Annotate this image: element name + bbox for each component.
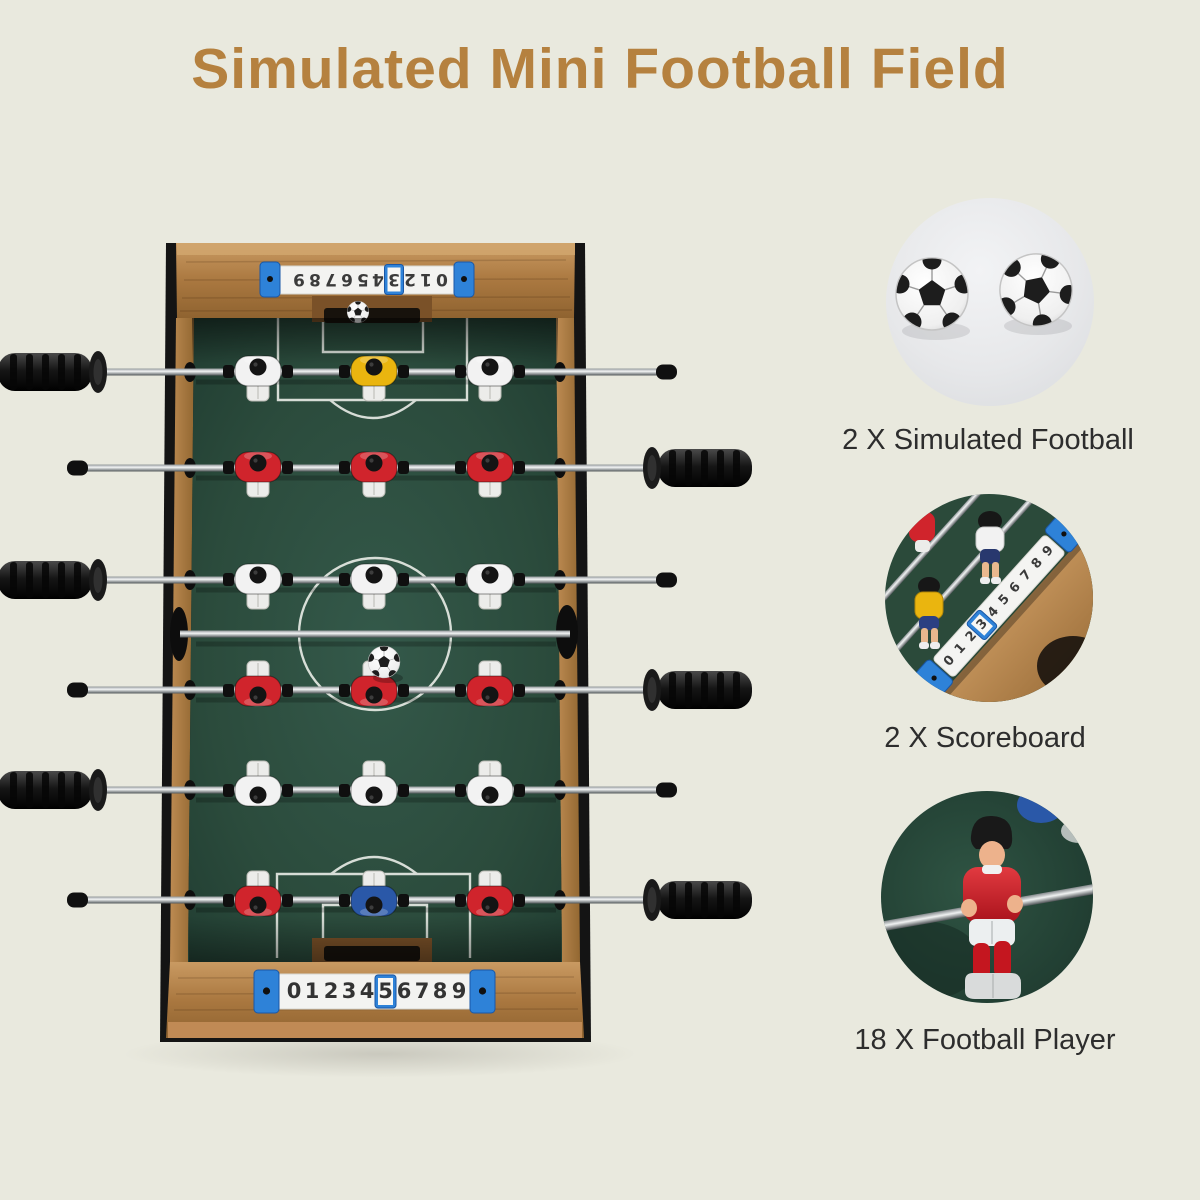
- player-closeup: [881, 791, 1093, 1003]
- scoreboard-closeup: 0 1 2 3 4 5 6 7 8 9: [885, 494, 1093, 702]
- scoreboard-digit: 5: [357, 269, 369, 289]
- rod-handle[interactable]: [643, 669, 752, 711]
- scoreboard-digit: 8: [433, 979, 448, 1003]
- scoreboard-digit-highlighted: 5: [378, 979, 393, 1003]
- scoreboard-digit: 1: [305, 979, 320, 1003]
- scoreboard-digit: 6: [341, 269, 353, 289]
- rod-handle[interactable]: [643, 447, 752, 489]
- soccer-ball-icon: [983, 233, 1092, 341]
- scoreboard-digit: 6: [397, 979, 412, 1003]
- scoreboard-digit: 9: [293, 269, 305, 289]
- soccer-ball-icon: [891, 251, 974, 332]
- scoreboard-bottom-digits: 0 1 2 3 4 5 6 7 8 9: [287, 979, 467, 1003]
- rod-handle[interactable]: [0, 351, 107, 393]
- scoreboard-digit: 9: [452, 979, 467, 1003]
- closeup-player-white: [975, 511, 1005, 584]
- center-rod[interactable]: [180, 630, 570, 638]
- rod-handle[interactable]: [0, 769, 107, 811]
- feature-circle-scoreboard: 0 1 2 3 4 5 6 7 8 9: [885, 494, 1093, 702]
- scoreboard-digit: 2: [404, 269, 416, 289]
- scoreboard-digit: 1: [420, 269, 432, 289]
- scoreboard-bottom[interactable]: 0 1 2 3 4 5 6 7 8 9: [253, 969, 496, 1014]
- scoreboard-digit: 2: [324, 979, 339, 1003]
- simulated-footballs-icon: [886, 198, 1094, 406]
- ball-serve-holes: [170, 605, 578, 661]
- feature-circle-player: [881, 791, 1093, 1003]
- scoreboard-digit: 4: [360, 979, 375, 1003]
- scoreboard-digit: 4: [372, 269, 384, 289]
- page-title: Simulated Mini Football Field: [191, 37, 1009, 101]
- rod-handle[interactable]: [0, 559, 107, 601]
- rod-handle[interactable]: [643, 879, 752, 921]
- feature-circle-balls: [886, 198, 1094, 406]
- scoreboard-digit: 8: [309, 269, 321, 289]
- red-player-figure: [961, 815, 1023, 999]
- soccer-ball: [366, 643, 403, 683]
- feature-label: 2 X Scoreboard: [884, 722, 1086, 754]
- scoreboard-digit-highlighted: 3: [388, 269, 400, 289]
- scoreboard-digit: 7: [415, 979, 430, 1003]
- feature-label: 18 X Football Player: [854, 1024, 1116, 1056]
- scoreboard-digit: 0: [436, 269, 448, 289]
- scoreboard-digit: 3: [342, 979, 357, 1003]
- closeup-player-yellow: [914, 577, 944, 649]
- scoreboard-top[interactable]: 9 8 7 6 5 4 3 2 1 0: [259, 261, 475, 298]
- scoreboard-top-digits: 9 8 7 6 5 4 3 2 1 0: [293, 269, 448, 289]
- feature-label: 2 X Simulated Football: [842, 424, 1134, 456]
- scoreboard-digit: 0: [287, 979, 302, 1003]
- scoreboard-digit: 7: [325, 269, 337, 289]
